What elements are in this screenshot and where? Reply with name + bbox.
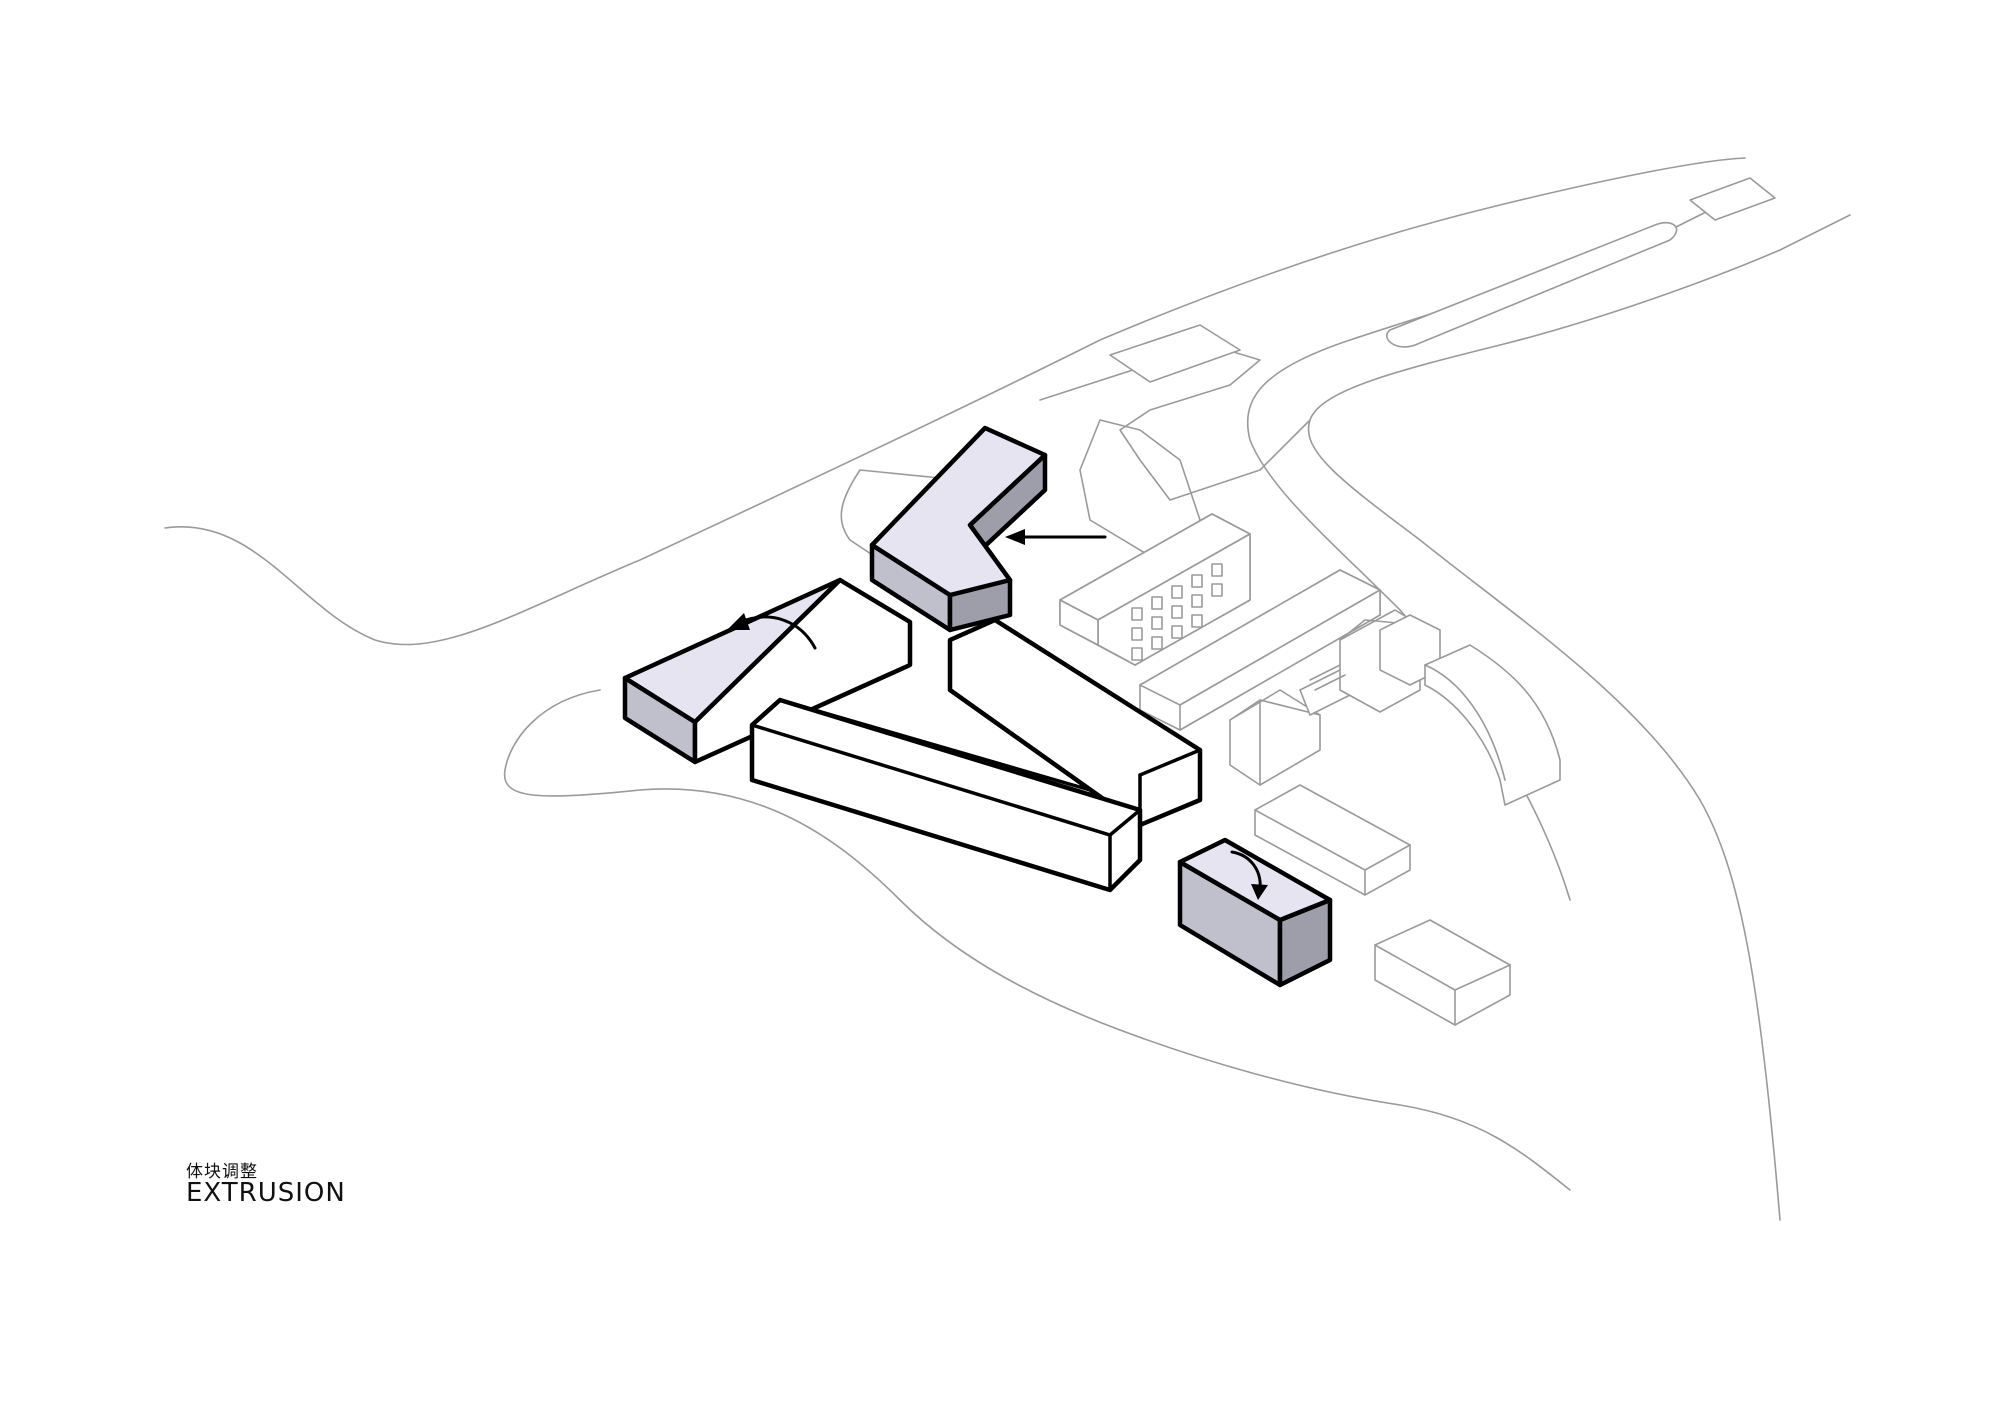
diagonal-bar <box>947 617 1203 828</box>
window-grid <box>1131 563 1223 661</box>
adjustment-arrows <box>727 529 1268 900</box>
terrain-contour-inner <box>503 689 1571 1191</box>
existing-small-box <box>1374 919 1511 1026</box>
site-context <box>164 157 1851 1221</box>
parking-booth <box>1689 177 1776 221</box>
arrow-east-block-rotate <box>1230 850 1268 900</box>
proposed-massing <box>622 425 1333 988</box>
existing-pitched-house-a <box>1229 689 1321 786</box>
diagram-title-english: EXTRUSION <box>186 1178 346 1208</box>
gate-pad <box>1109 324 1241 383</box>
arrow-l-block-push <box>1005 529 1107 545</box>
l-block-top <box>869 425 1048 598</box>
diagram-title-chinese: 体块调整 <box>186 1162 258 1182</box>
existing-long-shed <box>1139 569 1381 731</box>
l-block-adjusted <box>869 425 1048 633</box>
road-edge-east <box>1307 214 1851 1221</box>
terrain-contour-outer <box>164 157 1746 646</box>
long-bar-south <box>749 697 1143 893</box>
existing-barn <box>1254 784 1411 896</box>
parking-strip <box>1386 221 1678 348</box>
existing-four-storey-building <box>1059 513 1251 666</box>
east-block-adjusted <box>1177 837 1333 988</box>
arrow-wedge-rotate <box>727 613 817 650</box>
existing-curved-building <box>1424 644 1561 806</box>
existing-buildings <box>1059 513 1561 1026</box>
